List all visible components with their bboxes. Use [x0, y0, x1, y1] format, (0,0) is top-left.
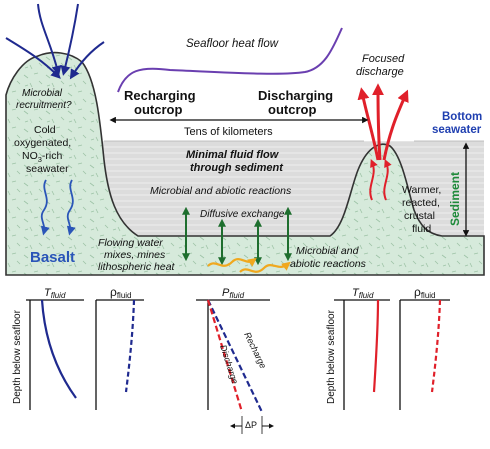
flowing-water-label-1: Flowing water [98, 237, 163, 249]
basalt-label: Basalt [30, 249, 75, 266]
recharge-density-title: ρfluid [110, 285, 132, 300]
heat-flow-label: Seafloor heat flow [186, 38, 279, 50]
microbial-abiotic-upper-label: Microbial and abiotic reactions [150, 185, 292, 197]
recharge-density-curve [124, 299, 136, 393]
bottom-seawater-label-2: seawater [432, 124, 482, 136]
cold-seawater-label-2: oxygenated, [14, 137, 71, 149]
inflow-arrow-4 [69, 41, 105, 80]
focused-discharge-label-1: Focused [362, 53, 405, 65]
delta-p-label: ΔP [245, 420, 257, 430]
heat-flow-curve [117, 27, 343, 93]
discharging-outcrop-label-1: Discharging [258, 88, 333, 103]
discharge-arrow-4 [369, 159, 378, 201]
minimal-flow-label-1: Minimal fluid flow [186, 149, 280, 161]
inflow-arrow-3 [5, 37, 61, 79]
discharging-outcrop-label-2: outcrop [268, 102, 316, 117]
microbial-abiotic-lower-label-2: abiotic reactions [290, 258, 367, 270]
recharge-profiles [26, 299, 144, 410]
microbial-recruitment-label-1: Microbial [22, 88, 63, 99]
pressure-profiles [196, 299, 274, 434]
discharge-depth-label: Depth below seafloor [326, 309, 337, 404]
sediment-label: Sediment [448, 172, 462, 226]
recharge-flow-arrow-2 [66, 179, 76, 236]
microbial-recruitment-label-2: recruitment? [16, 100, 72, 111]
discharge-profiles [334, 299, 450, 410]
discharge-pressure-label: Discharge [218, 344, 240, 386]
warmer-fluid-label-2: reacted, [402, 197, 440, 209]
recharge-flow-arrow-1 [40, 179, 50, 236]
discharge-temp-title: Tfluid [352, 287, 374, 300]
recharge-pressure-label: Recharge [242, 330, 268, 369]
cold-seawater-label-4: seawater [26, 163, 69, 175]
discharge-arrow-1 [357, 87, 380, 161]
diffusive-exchange-label: Diffusive exchange [200, 209, 285, 220]
microbial-abiotic-lower-label-1: Microbial and [296, 245, 360, 257]
lateral-flow-arrow-2 [239, 261, 291, 273]
recharging-outcrop-label-1: Recharging [124, 88, 196, 103]
warmer-fluid-label-4: fluid [412, 223, 431, 235]
lateral-flow-arrow-1 [207, 257, 257, 267]
inflow-arrow-1 [37, 3, 62, 76]
recharge-pressure-line [207, 299, 263, 413]
recharge-depth-label: Depth below seafloor [12, 309, 23, 404]
cold-seawater-label-3: NO3-rich [22, 150, 62, 164]
flowing-water-label-3: lithospheric heat [98, 261, 176, 273]
recharge-temperature-curve [40, 299, 77, 399]
crust-outline [5, 51, 485, 276]
discharge-pressure-line [206, 299, 244, 413]
discharge-temperature-curve [372, 299, 380, 393]
discharge-arrow-3 [382, 89, 409, 161]
discharge-density-curve [430, 299, 442, 393]
focused-discharge-label-2: discharge [356, 66, 404, 78]
flowing-water-label-2: mixes, mines [104, 249, 166, 261]
recharging-outcrop-label-2: outcrop [134, 102, 182, 117]
minimal-flow-label-2: through sediment [190, 162, 284, 174]
diffusive-arrows [182, 206, 292, 266]
recharge-temp-title: Tfluid [44, 287, 66, 300]
distance-scale-label: Tens of kilometers [184, 126, 273, 138]
warmer-fluid-label-1: Warmer, [402, 184, 441, 196]
discharge-density-title: ρfluid [414, 285, 436, 300]
bottom-seawater-label-1: Bottom [442, 111, 482, 123]
warmer-fluid-label-3: crustal [404, 210, 435, 222]
discharge-arrow-2 [372, 83, 385, 161]
pressure-title: Pfluid [222, 287, 245, 300]
inflow-arrow-2 [60, 3, 79, 76]
discharge-arrow-5 [383, 159, 392, 201]
cold-seawater-label-1: Cold [34, 124, 56, 136]
